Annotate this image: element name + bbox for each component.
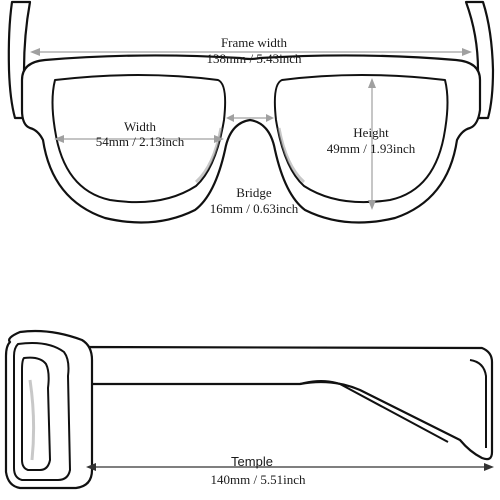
lens-height-label: Height <box>353 125 389 140</box>
frame-outline <box>20 54 482 224</box>
bridge-arrow-right <box>266 114 274 122</box>
temple-arrow-left <box>86 463 96 471</box>
left-temple-stub <box>7 0 32 120</box>
temple-hinge-line <box>299 380 449 443</box>
lens-width-value: 54mm / 2.13inch <box>96 134 185 149</box>
frame-width-arrow-right <box>462 48 472 56</box>
frame-width-label: Frame width <box>221 35 288 50</box>
right-temple-stub <box>464 0 495 120</box>
temple-value: 140mm / 5.51inch <box>211 472 306 487</box>
frame-width-dimension <box>30 48 472 56</box>
frame-side-shade <box>28 379 36 461</box>
right-lens <box>273 74 449 204</box>
lens-width-arrow-right <box>214 135 224 143</box>
temple-label: Temple <box>231 454 273 469</box>
frame-side-inner-rim <box>21 356 51 471</box>
bridge-arrow-left <box>226 114 234 122</box>
lens-width-arrow-left <box>54 135 64 143</box>
bridge-label: Bridge <box>236 185 272 200</box>
lens-width-label: Width <box>124 119 156 134</box>
front-view: Frame width 138mm / 5.43inch Width 54mm … <box>7 0 495 224</box>
lens-width-dimension <box>54 135 224 143</box>
temple-dimension <box>86 463 494 471</box>
bridge-value: 16mm / 0.63inch <box>210 201 299 216</box>
lens-height-value: 49mm / 1.93inch <box>327 141 416 156</box>
lens-height-arrow-bottom <box>368 200 376 210</box>
frame-width-value: 138mm / 5.43inch <box>207 51 302 66</box>
temple-arm <box>74 345 494 461</box>
left-lens-shade <box>194 127 223 184</box>
bridge-dimension <box>226 114 274 122</box>
lens-height-dimension <box>368 78 376 210</box>
temple-tip-detail <box>469 359 487 448</box>
frame-side-rim <box>13 342 71 481</box>
frame-width-arrow-left <box>30 48 40 56</box>
side-view: Temple 140mm / 5.51inch <box>4 329 494 490</box>
lens-height-arrow-top <box>368 78 376 88</box>
right-lens-shade <box>277 127 306 184</box>
temple-arrow-right <box>484 463 494 471</box>
